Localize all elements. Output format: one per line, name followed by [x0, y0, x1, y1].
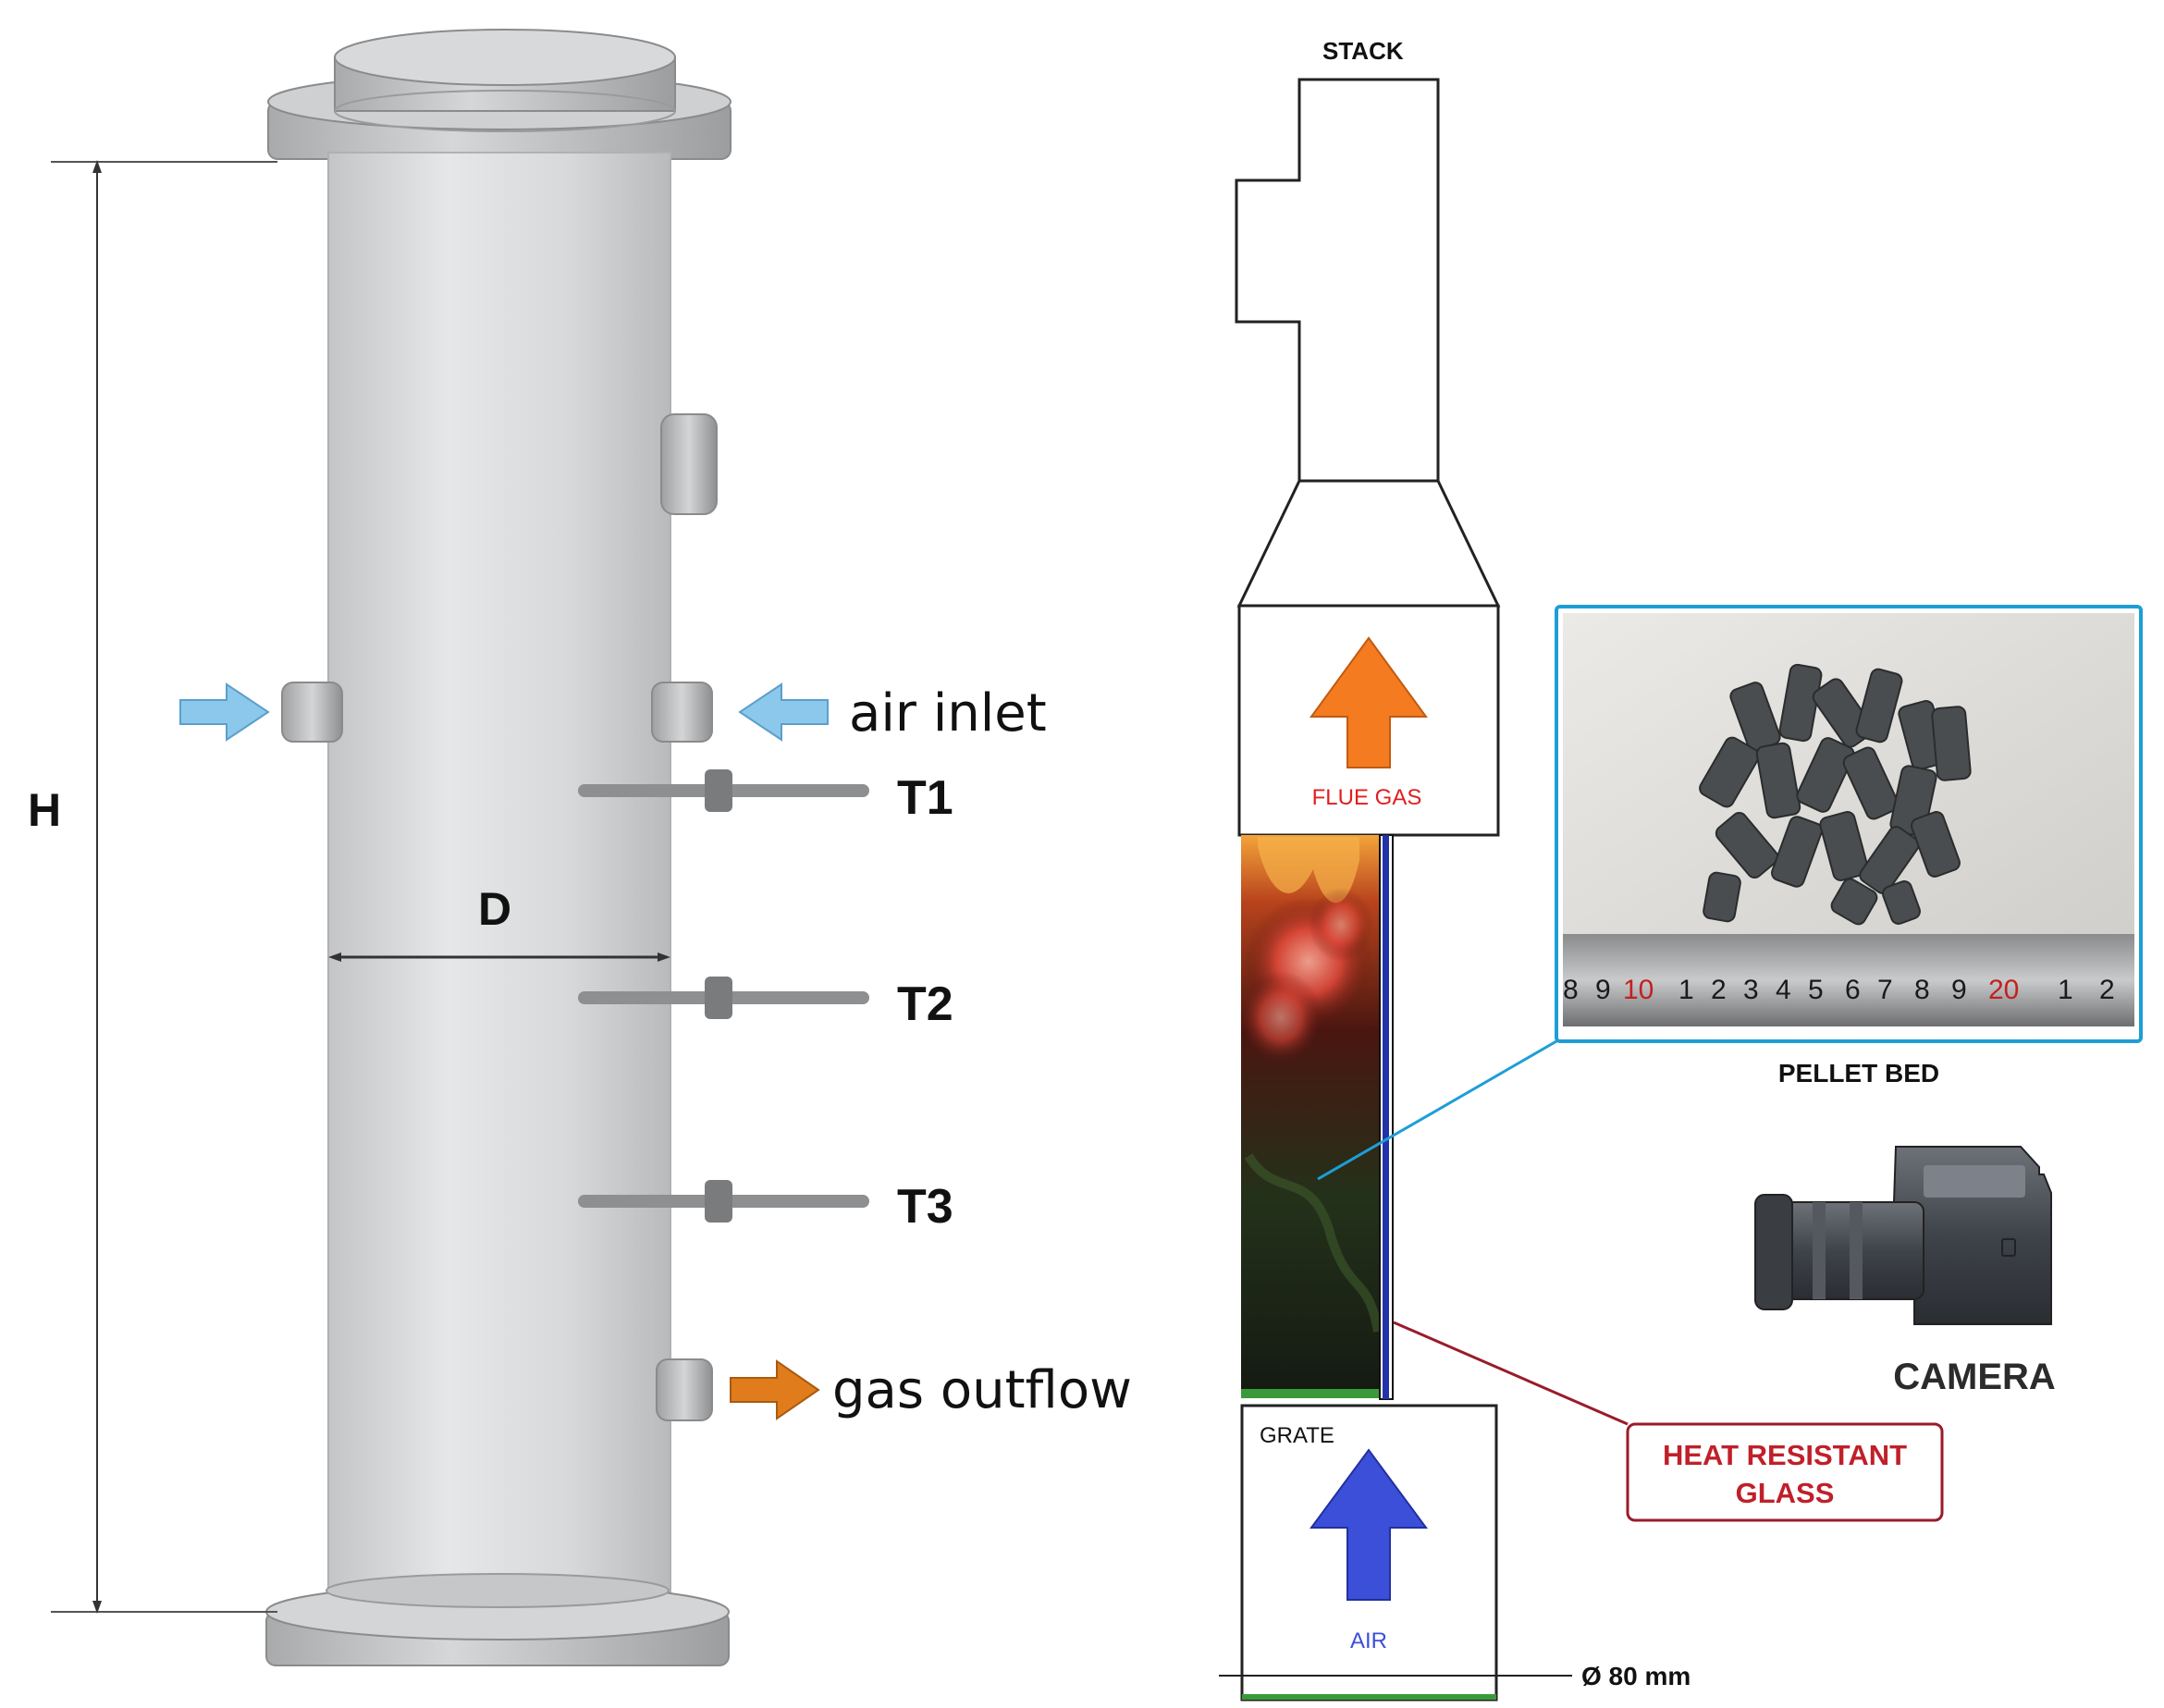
ruler-tick-label: 1 [1678, 975, 1694, 1005]
grate-label: GRATE [1260, 1423, 1334, 1448]
ruler-tick-label: 5 [1808, 975, 1824, 1005]
ruler-tick-label: 8 [1563, 975, 1579, 1005]
stack-label: STACK [1322, 37, 1404, 65]
air-inlet-arrow-right [738, 682, 829, 742]
thermocouple-probe-t1 [578, 769, 869, 812]
ruler-tick-label: 9 [1595, 975, 1611, 1005]
ruler-tick-label: 9 [1951, 975, 1967, 1005]
camera-label: CAMERA [1893, 1357, 2056, 1397]
glass-label-line1: HEAT RESISTANT [1663, 1439, 1907, 1471]
cone-transition [1236, 479, 1501, 608]
t2-label: T2 [897, 977, 953, 1031]
ruler-tick-label: 8 [1914, 975, 1930, 1005]
ruler-tick-label: 3 [1743, 975, 1759, 1005]
camera-icon [1754, 1146, 2052, 1325]
stack-outline [1235, 78, 1440, 483]
glass-callout-box [1626, 1422, 1944, 1522]
air-arrow [1309, 1448, 1428, 1601]
top-flange [267, 29, 732, 160]
pellet-bed-label: PELLET BED [1778, 1059, 1939, 1087]
pellets [1699, 663, 1972, 926]
t3-label: T3 [897, 1180, 953, 1234]
glass-callout-line [1393, 1321, 1629, 1426]
gas-outflow-arrow [730, 1359, 820, 1420]
cylinder-body [327, 152, 671, 1619]
air-inlet-port-left [281, 682, 343, 743]
glass-blue-strip [1383, 835, 1389, 1399]
combustion-chamber-photo [1239, 835, 1383, 1395]
reactor-cylinder-drawing: H D air inlet T1 T2 T3 gas outflow [28, 29, 1132, 1666]
pellet-callout-line [1317, 1036, 1564, 1181]
ruler-tick-label: 20 [1988, 975, 2019, 1005]
diameter-label: D [478, 883, 511, 935]
grate-strip-top [1241, 1389, 1380, 1398]
air-inlet-arrow-left [179, 682, 270, 742]
height-dimension [51, 160, 277, 1614]
flue-gas-label: FLUE GAS [1312, 785, 1422, 810]
ruler-ticks: 8 9 10 1 2 3 4 5 6 7 8 9 20 1 2 [1563, 975, 2115, 1005]
bottom-flange [265, 1573, 730, 1666]
thermocouple-probe-t2 [578, 977, 869, 1019]
ruler-tick-label: 10 [1623, 975, 1654, 1005]
diameter-80mm-label: Ø 80 mm [1581, 1662, 1691, 1690]
glass-label-line2: GLASS [1736, 1477, 1835, 1509]
pellet-bed-reactor-drawing: STACK FLUE GAS GRATE AIR Ø 80 mm [1219, 37, 2143, 1702]
ruler-tick-label: 2 [2099, 975, 2115, 1005]
air-inlet-label: air inlet [849, 683, 1047, 743]
ruler [1563, 934, 2134, 1026]
air-label: AIR [1350, 1628, 1387, 1653]
grate-strip-bottom [1242, 1694, 1496, 1700]
thermocouple-probe-t3 [578, 1180, 869, 1223]
ruler-tick-label: 7 [1877, 975, 1893, 1005]
gas-outflow-port [656, 1358, 713, 1421]
upper-side-port [660, 413, 718, 515]
t1-label: T1 [897, 771, 953, 825]
ruler-tick-label: 6 [1845, 975, 1861, 1005]
ruler-tick-label: 4 [1776, 975, 1791, 1005]
gas-outflow-label: gas outflow [832, 1360, 1132, 1420]
air-inlet-port-right [651, 682, 713, 743]
pellet-bed-photo: 8 9 10 1 2 3 4 5 6 7 8 9 20 1 2 [1555, 605, 2143, 1043]
ruler-tick-label: 2 [1711, 975, 1727, 1005]
height-label: H [28, 784, 61, 836]
ruler-tick-label: 1 [2058, 975, 2073, 1005]
flue-gas-arrow [1309, 636, 1428, 768]
